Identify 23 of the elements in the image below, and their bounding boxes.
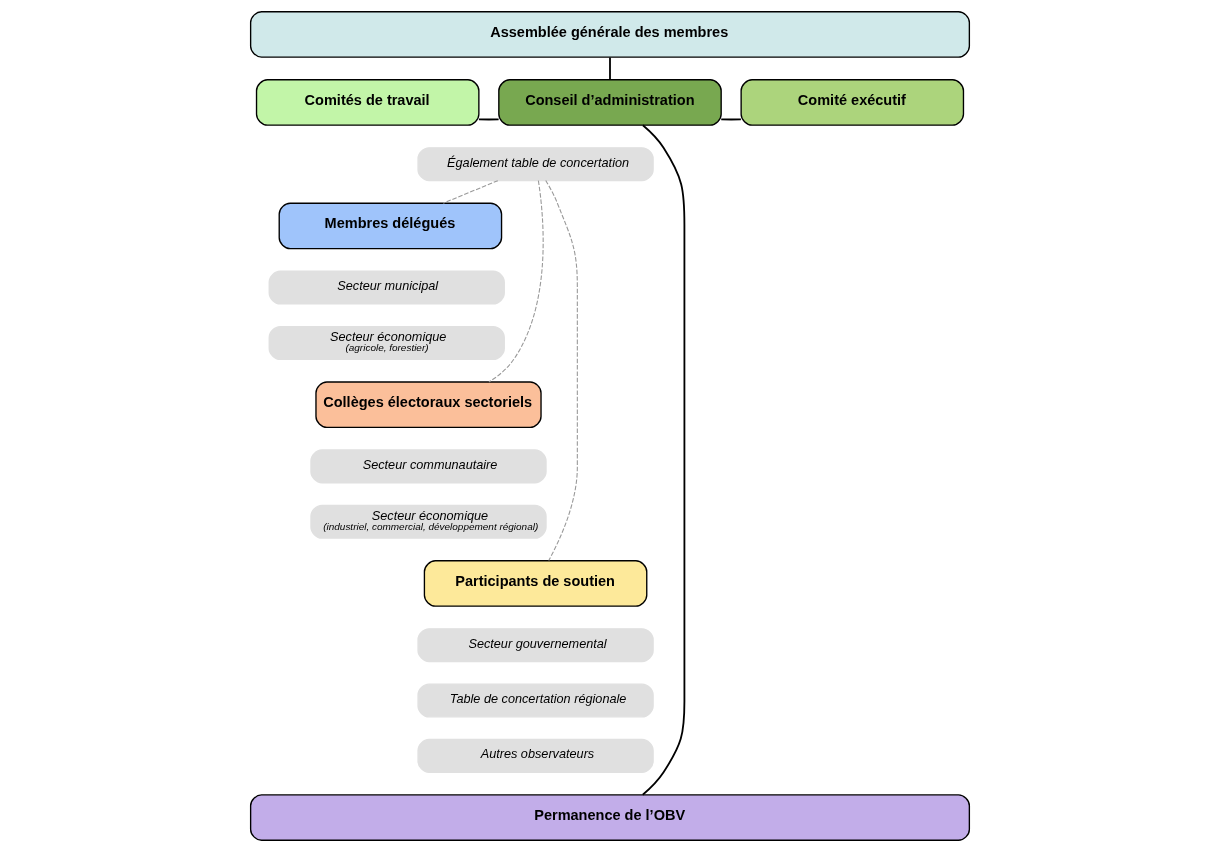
node-box: Conseil d’administration	[497, 79, 722, 126]
node-box: Assemblée générale des membres	[249, 11, 970, 58]
node-box: Comités de travail	[255, 79, 480, 126]
node-box: Secteur municipal	[268, 270, 505, 305]
connector	[442, 180, 498, 204]
node-box: Membres délégués	[278, 202, 502, 250]
node-box: Autres observateurs	[416, 738, 654, 773]
node-box: Participants de soutien	[423, 560, 647, 607]
connector	[544, 180, 578, 561]
node-box: Comité exécutif	[739, 79, 964, 126]
node-box: Secteur gouvernemental	[416, 628, 654, 663]
connector	[641, 124, 685, 796]
node-box: Permanence de l’OBV	[249, 794, 970, 841]
connector	[608, 56, 611, 81]
connector	[487, 180, 544, 383]
node-box: Secteur communautaire	[309, 449, 547, 484]
connector	[477, 118, 500, 121]
node-box: Collèges électoraux sectoriels	[314, 381, 542, 429]
node-box: Secteur économique (agricole, forestier)	[268, 325, 505, 360]
node-box: Secteur économique (industriel, commercial, développement régional)	[309, 504, 547, 539]
connector	[719, 118, 742, 121]
node-box: Également table de concertation	[416, 147, 654, 182]
node-box: Table de concertation régionale	[416, 683, 654, 718]
